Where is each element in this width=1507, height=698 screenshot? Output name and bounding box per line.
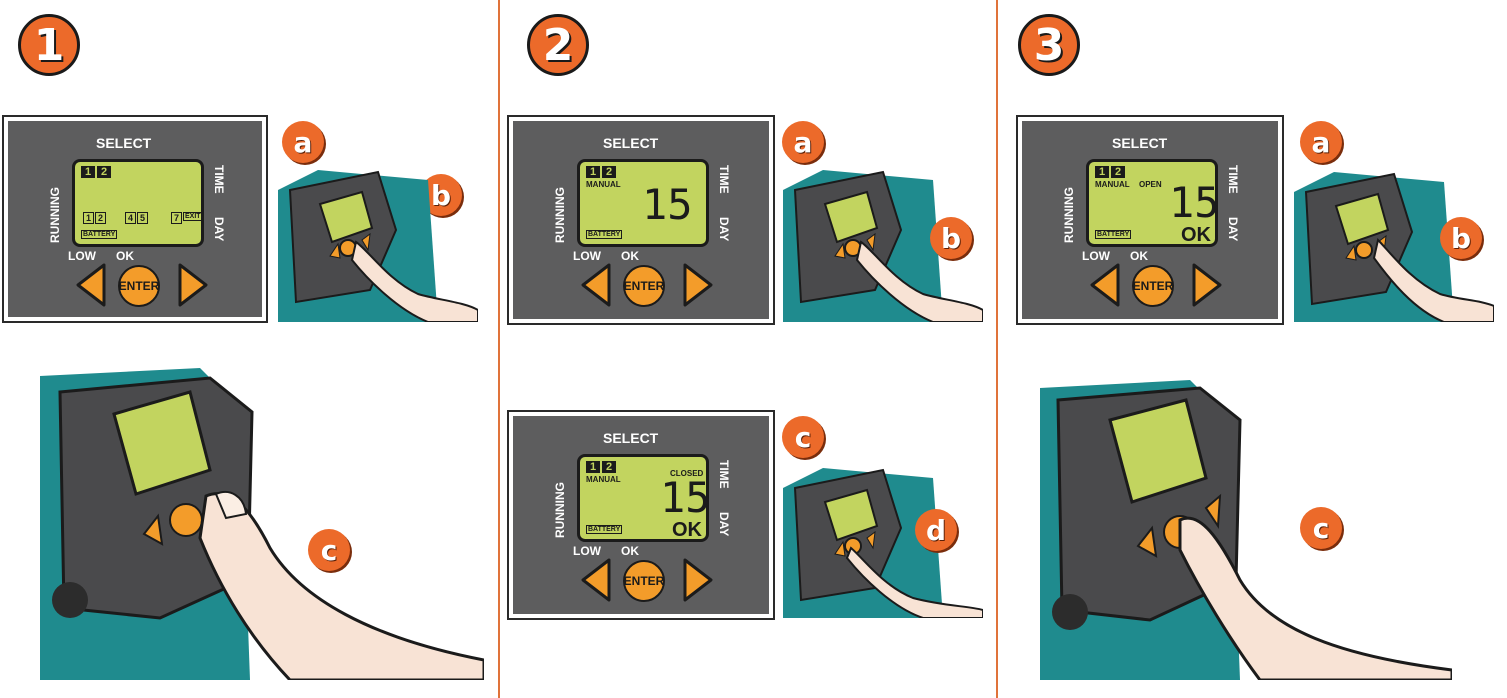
manual-indicator: MANUAL — [1095, 180, 1130, 189]
left-arrow-button[interactable] — [72, 261, 110, 309]
running-label: RUNNING — [1062, 187, 1076, 243]
day-label: DAY — [212, 217, 226, 242]
running-label: RUNNING — [553, 482, 567, 538]
select-label: SELECT — [1112, 135, 1168, 151]
controller-panel: SELECT 1 2 MANUAL OPEN 15 OK BATTERY RUN… — [1016, 115, 1284, 325]
day-label: DAY — [1226, 217, 1240, 242]
right-arrow-button[interactable] — [1188, 261, 1226, 309]
ok-label: OK — [116, 249, 134, 263]
time-label: TIME — [212, 165, 226, 194]
step-divider — [498, 0, 500, 698]
exit-box: EXIT — [183, 212, 203, 221]
day-box: 2 — [95, 212, 107, 224]
lcd-screen: 1 2 MANUAL 15 BATTERY — [577, 159, 709, 247]
select-label: SELECT — [603, 135, 659, 151]
select-label: SELECT — [603, 430, 659, 446]
device-photo — [40, 368, 484, 680]
lcd-screen: 1 2 MANUAL OPEN 15 OK BATTERY — [1086, 159, 1220, 247]
select-number: 2 — [602, 461, 616, 473]
controller-panel: SELECT 1 2 MANUAL CLOSED 15 OK BATTERY R… — [507, 410, 775, 620]
ok-label: OK — [621, 249, 639, 263]
select-number: 1 — [586, 461, 600, 473]
step-letter: a — [282, 121, 324, 163]
left-arrow-button[interactable] — [577, 261, 615, 309]
select-label: SELECT — [96, 135, 152, 151]
controller-panel: SELECT 1 2 MANUAL 15 BATTERY RUNNING TIM… — [507, 115, 775, 325]
low-label: LOW — [68, 249, 96, 263]
low-label: LOW — [573, 249, 601, 263]
device-photo — [783, 468, 983, 618]
select-number: 1 — [586, 166, 600, 178]
right-arrow-button[interactable] — [679, 261, 717, 309]
day-label: DAY — [717, 512, 731, 537]
manual-indicator: MANUAL — [586, 475, 621, 484]
device-photo — [783, 170, 983, 322]
running-label: RUNNING — [553, 187, 567, 243]
closed-indicator: CLOSED — [670, 469, 704, 478]
day-box: 4 — [125, 212, 137, 224]
open-indicator: OPEN — [1139, 180, 1162, 189]
step-letter: a — [782, 121, 824, 163]
low-label: LOW — [1082, 249, 1110, 263]
battery-indicator: BATTERY — [1095, 230, 1132, 239]
right-arrow-button[interactable] — [174, 261, 212, 309]
step-letter: c — [308, 529, 350, 571]
step-letter: b — [1440, 217, 1482, 259]
display-value: 15 — [1169, 178, 1220, 227]
device-photo — [1294, 172, 1494, 322]
controller-panel: SELECT 1 2 1 2 4 5 7 EXIT BATTERY RUNNIN… — [2, 115, 268, 323]
ok-label: OK — [621, 544, 639, 558]
time-label: TIME — [1226, 165, 1240, 194]
battery-indicator: BATTERY — [81, 230, 118, 239]
lcd-screen: 1 2 MANUAL CLOSED 15 OK BATTERY — [577, 454, 711, 542]
ok-indicator: OK — [672, 519, 702, 541]
day-box: 5 — [137, 212, 149, 224]
display-value: 15 — [642, 180, 693, 229]
battery-indicator: BATTERY — [586, 525, 623, 534]
step-letter: d — [915, 509, 957, 551]
select-number: 2 — [97, 166, 111, 178]
step-number-badge: 1 — [18, 14, 80, 76]
enter-button[interactable]: ENTER — [1132, 265, 1174, 307]
ok-indicator: OK — [1181, 224, 1211, 246]
day-label: DAY — [717, 217, 731, 242]
step-divider — [996, 0, 998, 698]
time-label: TIME — [717, 460, 731, 489]
select-number: 1 — [1095, 166, 1109, 178]
day-box: 7 — [171, 212, 183, 224]
left-arrow-button[interactable] — [1086, 261, 1124, 309]
step-number-badge: 3 — [1018, 14, 1080, 76]
battery-indicator: BATTERY — [586, 230, 623, 239]
day-box: 1 — [83, 212, 95, 224]
step-letter: c — [782, 416, 824, 458]
ok-label: OK — [1130, 249, 1148, 263]
left-arrow-button[interactable] — [577, 556, 615, 604]
step-letter: c — [1300, 507, 1342, 549]
time-label: TIME — [717, 165, 731, 194]
step-letter: a — [1300, 121, 1342, 163]
lcd-screen: 1 2 1 2 4 5 7 EXIT BATTERY — [72, 159, 204, 247]
select-number: 2 — [602, 166, 616, 178]
right-arrow-button[interactable] — [679, 556, 717, 604]
manual-indicator: MANUAL — [586, 180, 621, 189]
step-letter: b — [930, 217, 972, 259]
enter-button[interactable]: ENTER — [623, 265, 665, 307]
display-value: 15 — [660, 473, 711, 522]
device-photo — [278, 170, 478, 322]
select-number: 1 — [81, 166, 95, 178]
device-photo — [1040, 380, 1452, 680]
low-label: LOW — [573, 544, 601, 558]
running-label: RUNNING — [48, 187, 62, 243]
enter-button[interactable]: ENTER — [623, 560, 665, 602]
enter-button[interactable]: ENTER — [118, 265, 160, 307]
step-number-badge: 2 — [527, 14, 589, 76]
select-number: 2 — [1111, 166, 1125, 178]
